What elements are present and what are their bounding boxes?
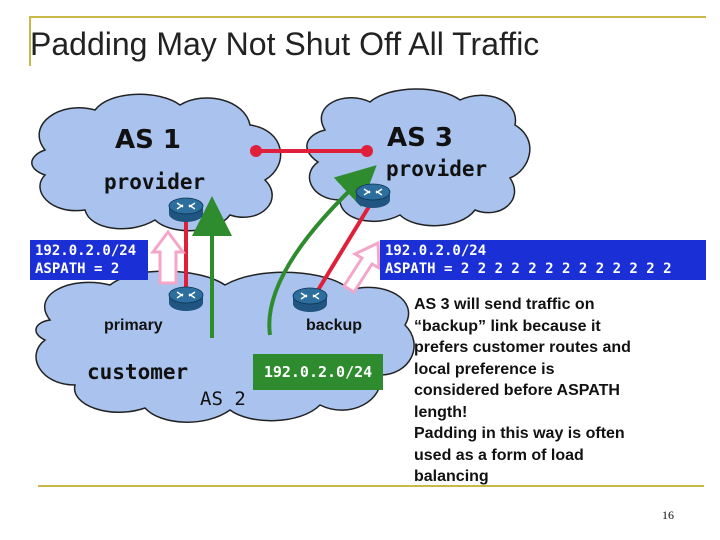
right-announcement-aspath: ASPATH = 2 2 2 2 2 2 2 2 2 2 2 2 2 xyxy=(385,261,672,277)
explanation-text: AS 3 will send traffic on “backup” link … xyxy=(414,294,708,488)
peering-endpoint-left xyxy=(250,145,262,157)
explanation-line: prefers customer routes and xyxy=(414,339,631,356)
title-rule-top xyxy=(30,16,706,18)
slide-title: Padding May Not Shut Off All Traffic xyxy=(30,26,540,62)
customer-label: customer xyxy=(87,360,189,384)
explanation-line: Padding in this way is often xyxy=(414,425,625,442)
as1-cloud xyxy=(31,93,282,232)
traffic-arrow-backup xyxy=(267,165,377,336)
router-icon xyxy=(292,287,328,312)
up-arrow-icon xyxy=(150,229,186,285)
explanation-line: “backup” link because it xyxy=(414,317,601,335)
explanation-line: used as a form of load xyxy=(414,446,584,464)
left-announcement-aspath: ASPATH = 2 xyxy=(35,261,120,277)
right-announcement-box: 192.0.2.0/24 ASPATH = 2 2 2 2 2 2 2 2 2 … xyxy=(380,240,706,280)
explanation-line: AS 3 will send traffic on xyxy=(414,296,595,313)
footer-rule xyxy=(38,485,704,487)
as3-role-label: provider xyxy=(386,157,488,181)
customer-prefix-box: 192.0.2.0/24 xyxy=(253,354,383,390)
as1-role-label: provider xyxy=(104,170,206,194)
up-arrow-icon xyxy=(341,240,381,295)
page-number: 16 xyxy=(662,508,674,522)
router-icon xyxy=(168,197,204,222)
explanation-line: considered before ASPATH xyxy=(414,382,620,399)
primary-link-label: primary xyxy=(104,317,163,334)
as1-label: AS 1 xyxy=(115,125,181,155)
router-icon xyxy=(168,286,204,311)
left-announcement-box: 192.0.2.0/24 ASPATH = 2 xyxy=(30,240,148,280)
router-icon xyxy=(355,183,391,208)
as3-label: AS 3 xyxy=(387,123,453,153)
peering-endpoint-right xyxy=(361,145,373,157)
left-announcement-prefix: 192.0.2.0/24 xyxy=(35,243,137,259)
right-announcement-prefix: 192.0.2.0/24 xyxy=(385,243,487,259)
explanation-line: balancing xyxy=(414,468,489,485)
backup-link xyxy=(310,198,375,302)
explanation-line: length! xyxy=(414,403,468,421)
as2-label: AS 2 xyxy=(200,388,246,410)
explanation-line: local preference is xyxy=(414,360,555,378)
backup-link-label: backup xyxy=(306,317,363,334)
title-rule-left xyxy=(29,16,31,66)
